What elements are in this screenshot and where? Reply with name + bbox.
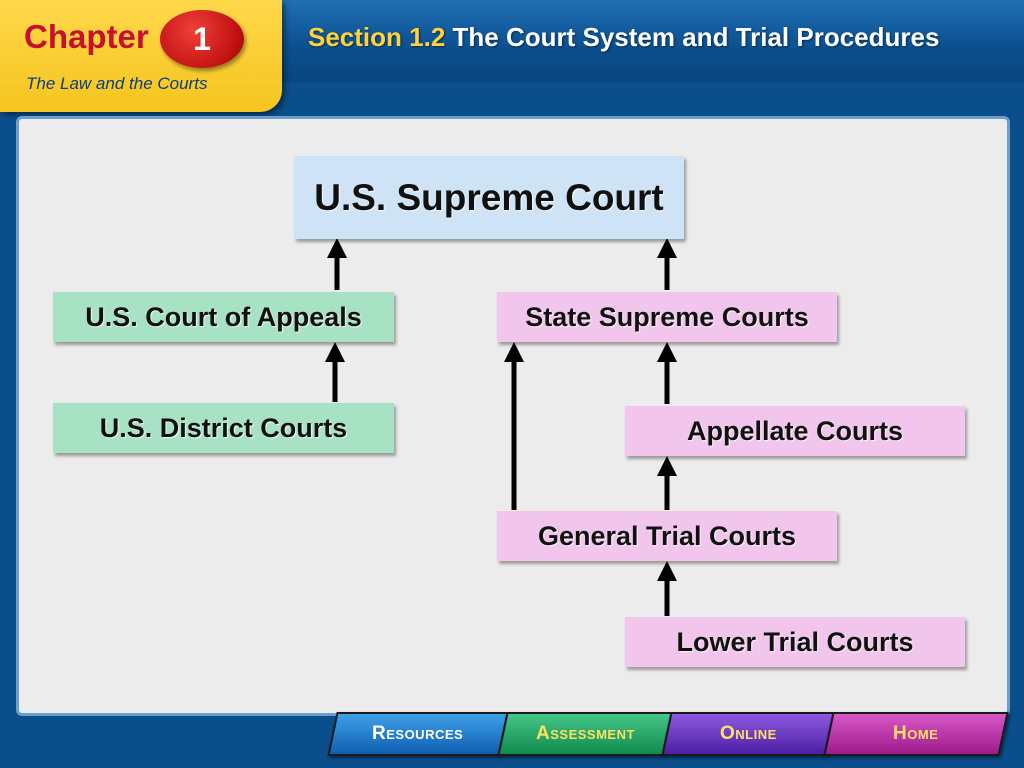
appellate-courts-box: Appellate Courts <box>625 406 965 456</box>
us-court-of-appeals-box: U.S. Court of Appeals <box>53 292 394 342</box>
home-label: Home <box>893 723 939 744</box>
online-label: Online <box>719 723 777 744</box>
us-supreme-court-label: U.S. Supreme Court <box>314 176 664 218</box>
chapter-number-badge: 1 <box>160 10 244 68</box>
section-label: Section 1.2 <box>308 22 446 52</box>
chapter-subtitle: The Law and the Courts <box>26 74 208 93</box>
state-supreme-courts-box: State Supreme Courts <box>497 292 837 342</box>
us-district-courts-box: U.S. District Courts <box>53 403 394 453</box>
state-supreme-courts-label: State Supreme Courts <box>525 301 809 332</box>
assessment-button[interactable]: Assessment <box>497 712 673 756</box>
home-button[interactable]: Home <box>823 712 1009 756</box>
chapter-tab: Chapter 1 The Law and the Courts <box>0 0 282 112</box>
lower-trial-courts-box: Lower Trial Courts <box>625 617 965 667</box>
us-court-of-appeals-label: U.S. Court of Appeals <box>85 301 362 332</box>
resources-button[interactable]: Resources <box>327 712 509 756</box>
bottom-nav: Resources Assessment Online Home <box>326 712 1009 756</box>
us-district-courts-label: U.S. District Courts <box>99 412 348 443</box>
section-title: The Court System and Trial Procedures <box>452 22 940 52</box>
appellate-courts-label: Appellate Courts <box>686 415 904 446</box>
assessment-label: Assessment <box>535 723 635 744</box>
general-trial-courts-box: General Trial Courts <box>497 511 837 561</box>
resources-label: Resources <box>372 723 464 744</box>
lower-trial-courts-label: Lower Trial Courts <box>676 626 914 657</box>
us-supreme-court-box: U.S. Supreme Court <box>294 156 684 239</box>
chapter-word: Chapter <box>24 18 149 55</box>
online-button[interactable]: Online <box>661 712 835 756</box>
general-trial-courts-label: General Trial Courts <box>537 520 797 551</box>
section-heading: Section 1.2 The Court System and Trial P… <box>308 22 939 58</box>
